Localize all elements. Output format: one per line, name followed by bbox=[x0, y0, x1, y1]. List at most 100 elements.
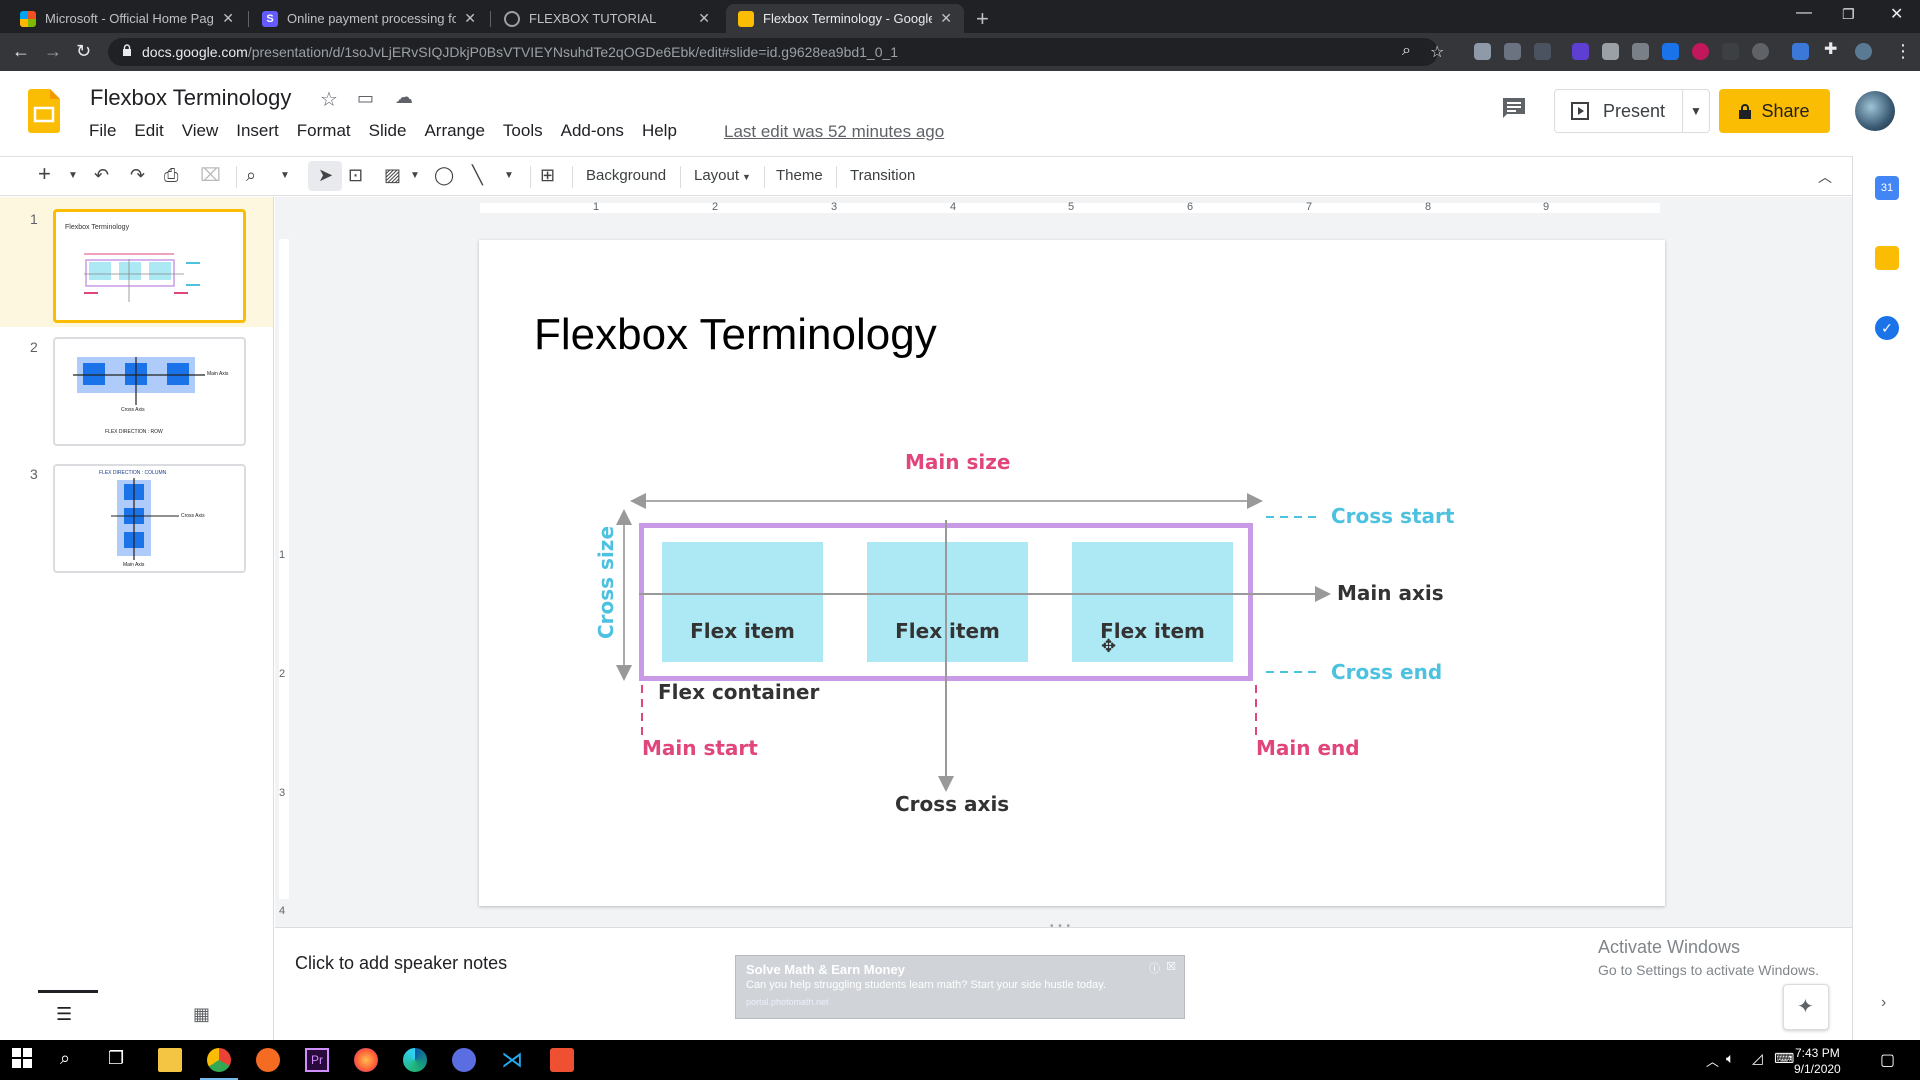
insert-image-icon[interactable]: ▨ bbox=[384, 165, 402, 185]
menu-arrange[interactable]: Arrange bbox=[424, 121, 485, 140]
slide[interactable]: Flexbox Terminology bbox=[479, 240, 1665, 906]
expand-panel-icon[interactable]: › bbox=[1881, 994, 1887, 1011]
slide-thumbnail[interactable]: Main Axis Cross Axis FLEX DIRECTION : RO… bbox=[53, 337, 246, 446]
zoom-icon[interactable]: ⌕ bbox=[1402, 42, 1411, 59]
speaker-notes[interactable]: • • • Click to add speaker notes Solve M… bbox=[275, 921, 1852, 1019]
back-icon[interactable]: ← bbox=[12, 41, 30, 61]
present-options-dropdown-icon[interactable]: ▼ bbox=[1690, 104, 1702, 118]
tasks-icon[interactable]: ✓ bbox=[1875, 316, 1899, 340]
layout-dropdown-icon[interactable]: ▼ bbox=[742, 172, 751, 182]
window-close-icon[interactable]: ✕ bbox=[1890, 6, 1904, 23]
browser-tab-active[interactable]: Flexbox Terminology - Google Sli ✕ bbox=[726, 4, 964, 33]
notifications-icon[interactable]: ▢ bbox=[1880, 1052, 1896, 1069]
close-tab-icon[interactable]: ✕ bbox=[222, 10, 234, 26]
menu-view[interactable]: View bbox=[181, 121, 219, 140]
add-comment-icon[interactable]: ⊞ bbox=[540, 165, 556, 185]
present-main[interactable]: Present bbox=[1555, 90, 1683, 132]
speaker-notes-placeholder[interactable]: Click to add speaker notes bbox=[295, 953, 508, 973]
address-bar[interactable]: docs.google.com/presentation/d/1soJvLjER… bbox=[108, 38, 1444, 66]
menu-file[interactable]: File bbox=[89, 121, 117, 140]
task-view-icon[interactable]: ❐ bbox=[108, 1048, 125, 1068]
download-icon[interactable] bbox=[1632, 43, 1649, 60]
background-button[interactable]: Background bbox=[586, 167, 667, 184]
forward-icon[interactable]: → bbox=[44, 41, 62, 61]
star-icon[interactable]: ☆ bbox=[320, 89, 338, 111]
calendar-icon[interactable]: 31 bbox=[1875, 176, 1899, 200]
tray-chevron-icon[interactable]: ︿ bbox=[1706, 1054, 1720, 1069]
minimize-icon[interactable]: — bbox=[1796, 4, 1812, 21]
chrome-icon[interactable] bbox=[207, 1048, 231, 1072]
browser-tab[interactable]: S Online payment processing for in ✕ bbox=[250, 4, 488, 33]
menu-slide[interactable]: Slide bbox=[368, 121, 407, 140]
close-tab-icon[interactable]: ✕ bbox=[464, 10, 476, 26]
extension-icon[interactable] bbox=[1534, 43, 1551, 60]
keyboard-icon[interactable]: ⌨ bbox=[1774, 1050, 1795, 1066]
paint-format-icon[interactable]: ⌧ bbox=[200, 165, 221, 185]
network-icon[interactable]: ◿ bbox=[1752, 1050, 1763, 1066]
zoom-icon[interactable]: ⌕ bbox=[246, 165, 257, 185]
notes-resize-handle[interactable]: • • • bbox=[1050, 921, 1072, 932]
extension-icon[interactable] bbox=[1722, 43, 1739, 60]
transition-button[interactable]: Transition bbox=[850, 167, 916, 184]
close-tab-icon[interactable]: ✕ bbox=[940, 10, 952, 26]
extension-icon[interactable] bbox=[1602, 43, 1619, 60]
account-avatar[interactable] bbox=[1855, 91, 1895, 131]
menu-format[interactable]: Format bbox=[296, 121, 351, 140]
extensions-puzzle-icon[interactable]: ✚ bbox=[1824, 41, 1838, 58]
menu-insert[interactable]: Insert bbox=[236, 121, 279, 140]
browser-menu-icon[interactable]: ⋮ bbox=[1894, 41, 1912, 61]
line-dropdown-icon[interactable]: ▼ bbox=[504, 170, 514, 181]
new-tab-icon[interactable]: + bbox=[976, 6, 989, 31]
vscode-icon[interactable]: ⋊ bbox=[501, 1047, 523, 1072]
keep-icon[interactable] bbox=[1875, 246, 1899, 270]
extension-icon[interactable] bbox=[1662, 43, 1679, 60]
theme-button[interactable]: Theme bbox=[776, 167, 823, 184]
ad-info-icon[interactable]: ⓘ bbox=[1149, 963, 1160, 975]
move-folder-icon[interactable]: ▭ bbox=[357, 88, 375, 108]
google-slides-logo-icon[interactable] bbox=[28, 89, 60, 133]
grid-view-icon[interactable]: ▦ bbox=[193, 1004, 211, 1024]
shape-icon[interactable]: ◯ bbox=[434, 165, 455, 185]
select-cursor-icon[interactable]: ➤ bbox=[318, 165, 334, 185]
share-button[interactable]: Share bbox=[1719, 89, 1830, 133]
extension-icon[interactable] bbox=[1752, 43, 1769, 60]
slide-thumbnail-row[interactable]: 2 Main Axis Cross Axis FLEX DIRECTION : … bbox=[0, 325, 273, 446]
windows-start-icon[interactable] bbox=[12, 1048, 36, 1072]
profile-icon[interactable] bbox=[1855, 43, 1872, 60]
ad-close-icon[interactable]: ☒ bbox=[1166, 961, 1176, 973]
comments-icon[interactable] bbox=[1501, 97, 1527, 119]
line-icon[interactable]: ╲ bbox=[472, 165, 483, 185]
extension-icon[interactable] bbox=[1504, 43, 1521, 60]
app-icon[interactable] bbox=[550, 1048, 574, 1072]
zoom-dropdown-icon[interactable]: ▼ bbox=[280, 170, 290, 181]
extension-icon[interactable] bbox=[1692, 43, 1709, 60]
text-box-icon[interactable]: ⊡ bbox=[348, 165, 364, 185]
menu-tools[interactable]: Tools bbox=[502, 121, 543, 140]
bookmark-star-icon[interactable]: ☆ bbox=[1430, 44, 1445, 61]
slide-thumbnail-row[interactable]: 3 FLEX DIRECTION : COLUMN Cross Axis Mai… bbox=[0, 452, 273, 573]
collapse-toolbar-icon[interactable]: ︿ bbox=[1818, 169, 1832, 185]
menu-edit[interactable]: Edit bbox=[134, 121, 164, 140]
slide-thumbnail-row[interactable]: 1 Flexbox Terminology bbox=[0, 197, 273, 327]
slide-thumbnail[interactable]: FLEX DIRECTION : COLUMN Cross Axis Main … bbox=[53, 464, 246, 573]
new-slide-dropdown-icon[interactable]: ▼ bbox=[68, 170, 78, 181]
cloud-saved-icon[interactable]: ☁ bbox=[395, 87, 413, 107]
extension-icon[interactable] bbox=[1572, 43, 1589, 60]
filmstrip-view-icon[interactable]: ☰ bbox=[56, 1004, 73, 1024]
redo-icon[interactable]: ↷ bbox=[130, 165, 146, 185]
menu-help[interactable]: Help bbox=[641, 121, 677, 140]
edge-icon[interactable] bbox=[403, 1048, 427, 1072]
print-icon[interactable]: ⎙ bbox=[164, 165, 179, 185]
file-explorer-icon[interactable] bbox=[158, 1048, 182, 1072]
firefox-icon[interactable] bbox=[354, 1048, 378, 1072]
close-tab-icon[interactable]: ✕ bbox=[698, 10, 710, 26]
reload-icon[interactable]: ↻ bbox=[76, 41, 92, 61]
volume-icon[interactable]: 🔈︎ bbox=[1726, 1050, 1735, 1066]
image-dropdown-icon[interactable]: ▼ bbox=[410, 170, 420, 181]
slide-title[interactable]: Flexbox Terminology bbox=[534, 310, 937, 359]
explore-button[interactable]: ✦ bbox=[1783, 984, 1829, 1030]
premiere-icon[interactable]: Pr bbox=[305, 1048, 329, 1072]
advertisement-banner[interactable]: Solve Math & Earn Money Can you help str… bbox=[735, 955, 1185, 1019]
present-button[interactable]: Present ▼ bbox=[1554, 89, 1710, 133]
menu-add-ons[interactable]: Add-ons bbox=[560, 121, 624, 140]
